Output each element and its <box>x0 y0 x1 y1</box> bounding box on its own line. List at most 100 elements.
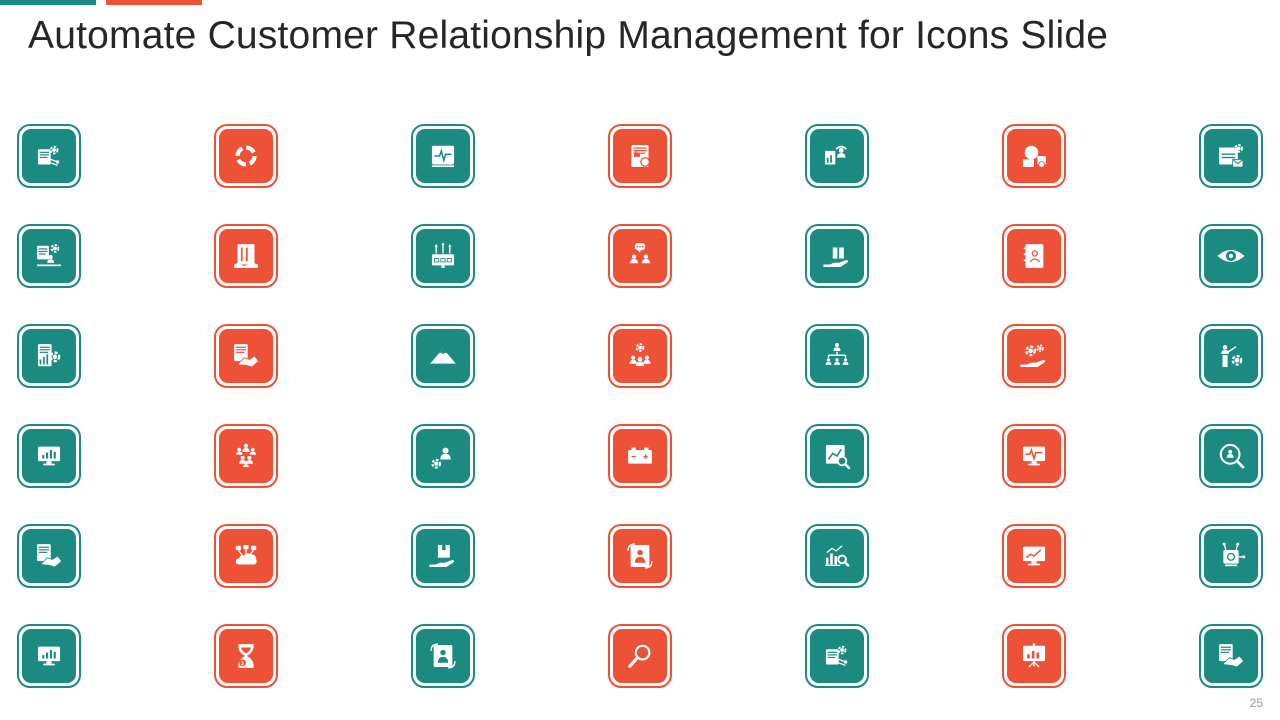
icon-tile <box>1002 124 1066 188</box>
hand-giving-box-icon <box>823 247 849 268</box>
icon-tile <box>214 424 278 488</box>
presentation-board-icon <box>1022 643 1046 668</box>
icon-tile <box>1002 424 1066 488</box>
icon-tile <box>805 624 869 688</box>
icon-tile <box>1002 624 1066 688</box>
icon-tile-fill <box>1204 229 1258 283</box>
icon-tile-fill <box>22 529 76 583</box>
icon-tile-fill <box>613 529 667 583</box>
icon-tile <box>608 424 672 488</box>
icon-tile-fill <box>219 429 273 483</box>
handshake-document-icon <box>1219 644 1245 668</box>
handshake-document-icon <box>37 544 63 568</box>
icon-tile-fill <box>1204 329 1258 383</box>
accent-bar-teal <box>0 0 96 5</box>
handshake-document-icon <box>234 344 260 368</box>
idea-settings-icon <box>1022 145 1046 168</box>
hourglass-money-icon: $ <box>238 644 254 668</box>
slide-title: Automate Customer Relationship Managemen… <box>28 14 1109 57</box>
icon-tile-fill <box>22 229 76 283</box>
icon-tile <box>608 124 672 188</box>
icon-tile <box>17 124 81 188</box>
icon-tile-fill <box>1007 529 1061 583</box>
icon-tile: $ <box>214 624 278 688</box>
monitor-chart-icon <box>37 446 61 466</box>
icon-tile <box>214 224 278 288</box>
icon-tile <box>411 624 475 688</box>
team-gear-icon <box>629 343 651 366</box>
icon-tile-fill <box>219 529 273 583</box>
icon-tile-fill <box>1007 429 1061 483</box>
icon-tile <box>805 424 869 488</box>
page-number: 25 <box>1249 696 1263 710</box>
icon-tile <box>805 524 869 588</box>
document-network-gear-icon <box>37 145 60 166</box>
icon-tile-fill <box>219 229 273 283</box>
bar-chart-search-icon <box>825 545 850 567</box>
icon-tile <box>805 224 869 288</box>
icon-tile <box>1002 324 1066 388</box>
icon-tile-fill <box>810 629 864 683</box>
trend-magnifier-icon <box>825 444 851 470</box>
icon-tile <box>1199 324 1263 388</box>
battery-icon <box>628 447 652 464</box>
icon-tile-fill <box>1007 629 1061 683</box>
icon-tile <box>608 624 672 688</box>
icon-tile-fill <box>416 629 470 683</box>
icon-tile-fill <box>416 329 470 383</box>
icon-tile <box>805 324 869 388</box>
user-refresh-icon <box>627 543 653 569</box>
icon-tile-fill <box>1204 429 1258 483</box>
browser-gear-mail-icon <box>1219 144 1244 168</box>
icon-tile <box>17 424 81 488</box>
network-hub-icon <box>1222 542 1246 567</box>
document-network-gear-icon <box>825 645 848 666</box>
org-chart-icon <box>825 343 849 365</box>
icon-tile-fill <box>1007 129 1061 183</box>
icon-tile-fill <box>219 129 273 183</box>
eye-icon <box>1217 250 1245 262</box>
icon-tile <box>1199 124 1263 188</box>
icon-tile <box>608 224 672 288</box>
presenter-gear-icon <box>1221 345 1243 368</box>
icon-tile-fill <box>810 329 864 383</box>
magnifier-icon <box>628 644 651 668</box>
icon-tile-fill <box>613 229 667 283</box>
accent-bar-orange <box>106 0 202 5</box>
icon-tile-fill <box>613 429 667 483</box>
icon-tile <box>1199 524 1263 588</box>
document-user-computer-icon <box>37 244 61 267</box>
crowd-group-icon <box>236 443 256 468</box>
icon-tile-fill <box>1007 329 1061 383</box>
icon-tile <box>411 524 475 588</box>
icon-tile <box>17 524 81 588</box>
report-gear-icon <box>37 344 61 367</box>
icon-tile-fill <box>416 129 470 183</box>
icon-tile <box>17 324 81 388</box>
monitor-pulse-icon <box>1022 446 1046 466</box>
user-gear-icon <box>431 447 451 469</box>
icon-tile-fill <box>416 229 470 283</box>
user-refresh-icon <box>430 643 456 669</box>
circular-arrows-icon <box>235 145 257 167</box>
icon-tile-fill <box>416 429 470 483</box>
monitor-trend-icon <box>1022 546 1046 566</box>
icon-tile <box>1199 624 1263 688</box>
icon-tile <box>214 124 278 188</box>
icon-tile-fill <box>22 129 76 183</box>
icon-tile-fill <box>219 329 273 383</box>
icon-tile <box>1002 524 1066 588</box>
icon-tile-fill <box>416 529 470 583</box>
hand-box-icon <box>429 544 455 568</box>
icon-tile-fill <box>613 629 667 683</box>
icon-tile-fill <box>810 429 864 483</box>
icon-tile-fill <box>613 329 667 383</box>
mountain-icon <box>430 348 456 364</box>
document-thumbs-up-icon <box>631 144 650 168</box>
icon-tile-fill <box>1204 129 1258 183</box>
icon-tile <box>608 324 672 388</box>
icon-tile-fill <box>1204 529 1258 583</box>
monitor-chart-icon <box>37 646 61 666</box>
icon-tile <box>214 324 278 388</box>
icon-tile <box>411 424 475 488</box>
